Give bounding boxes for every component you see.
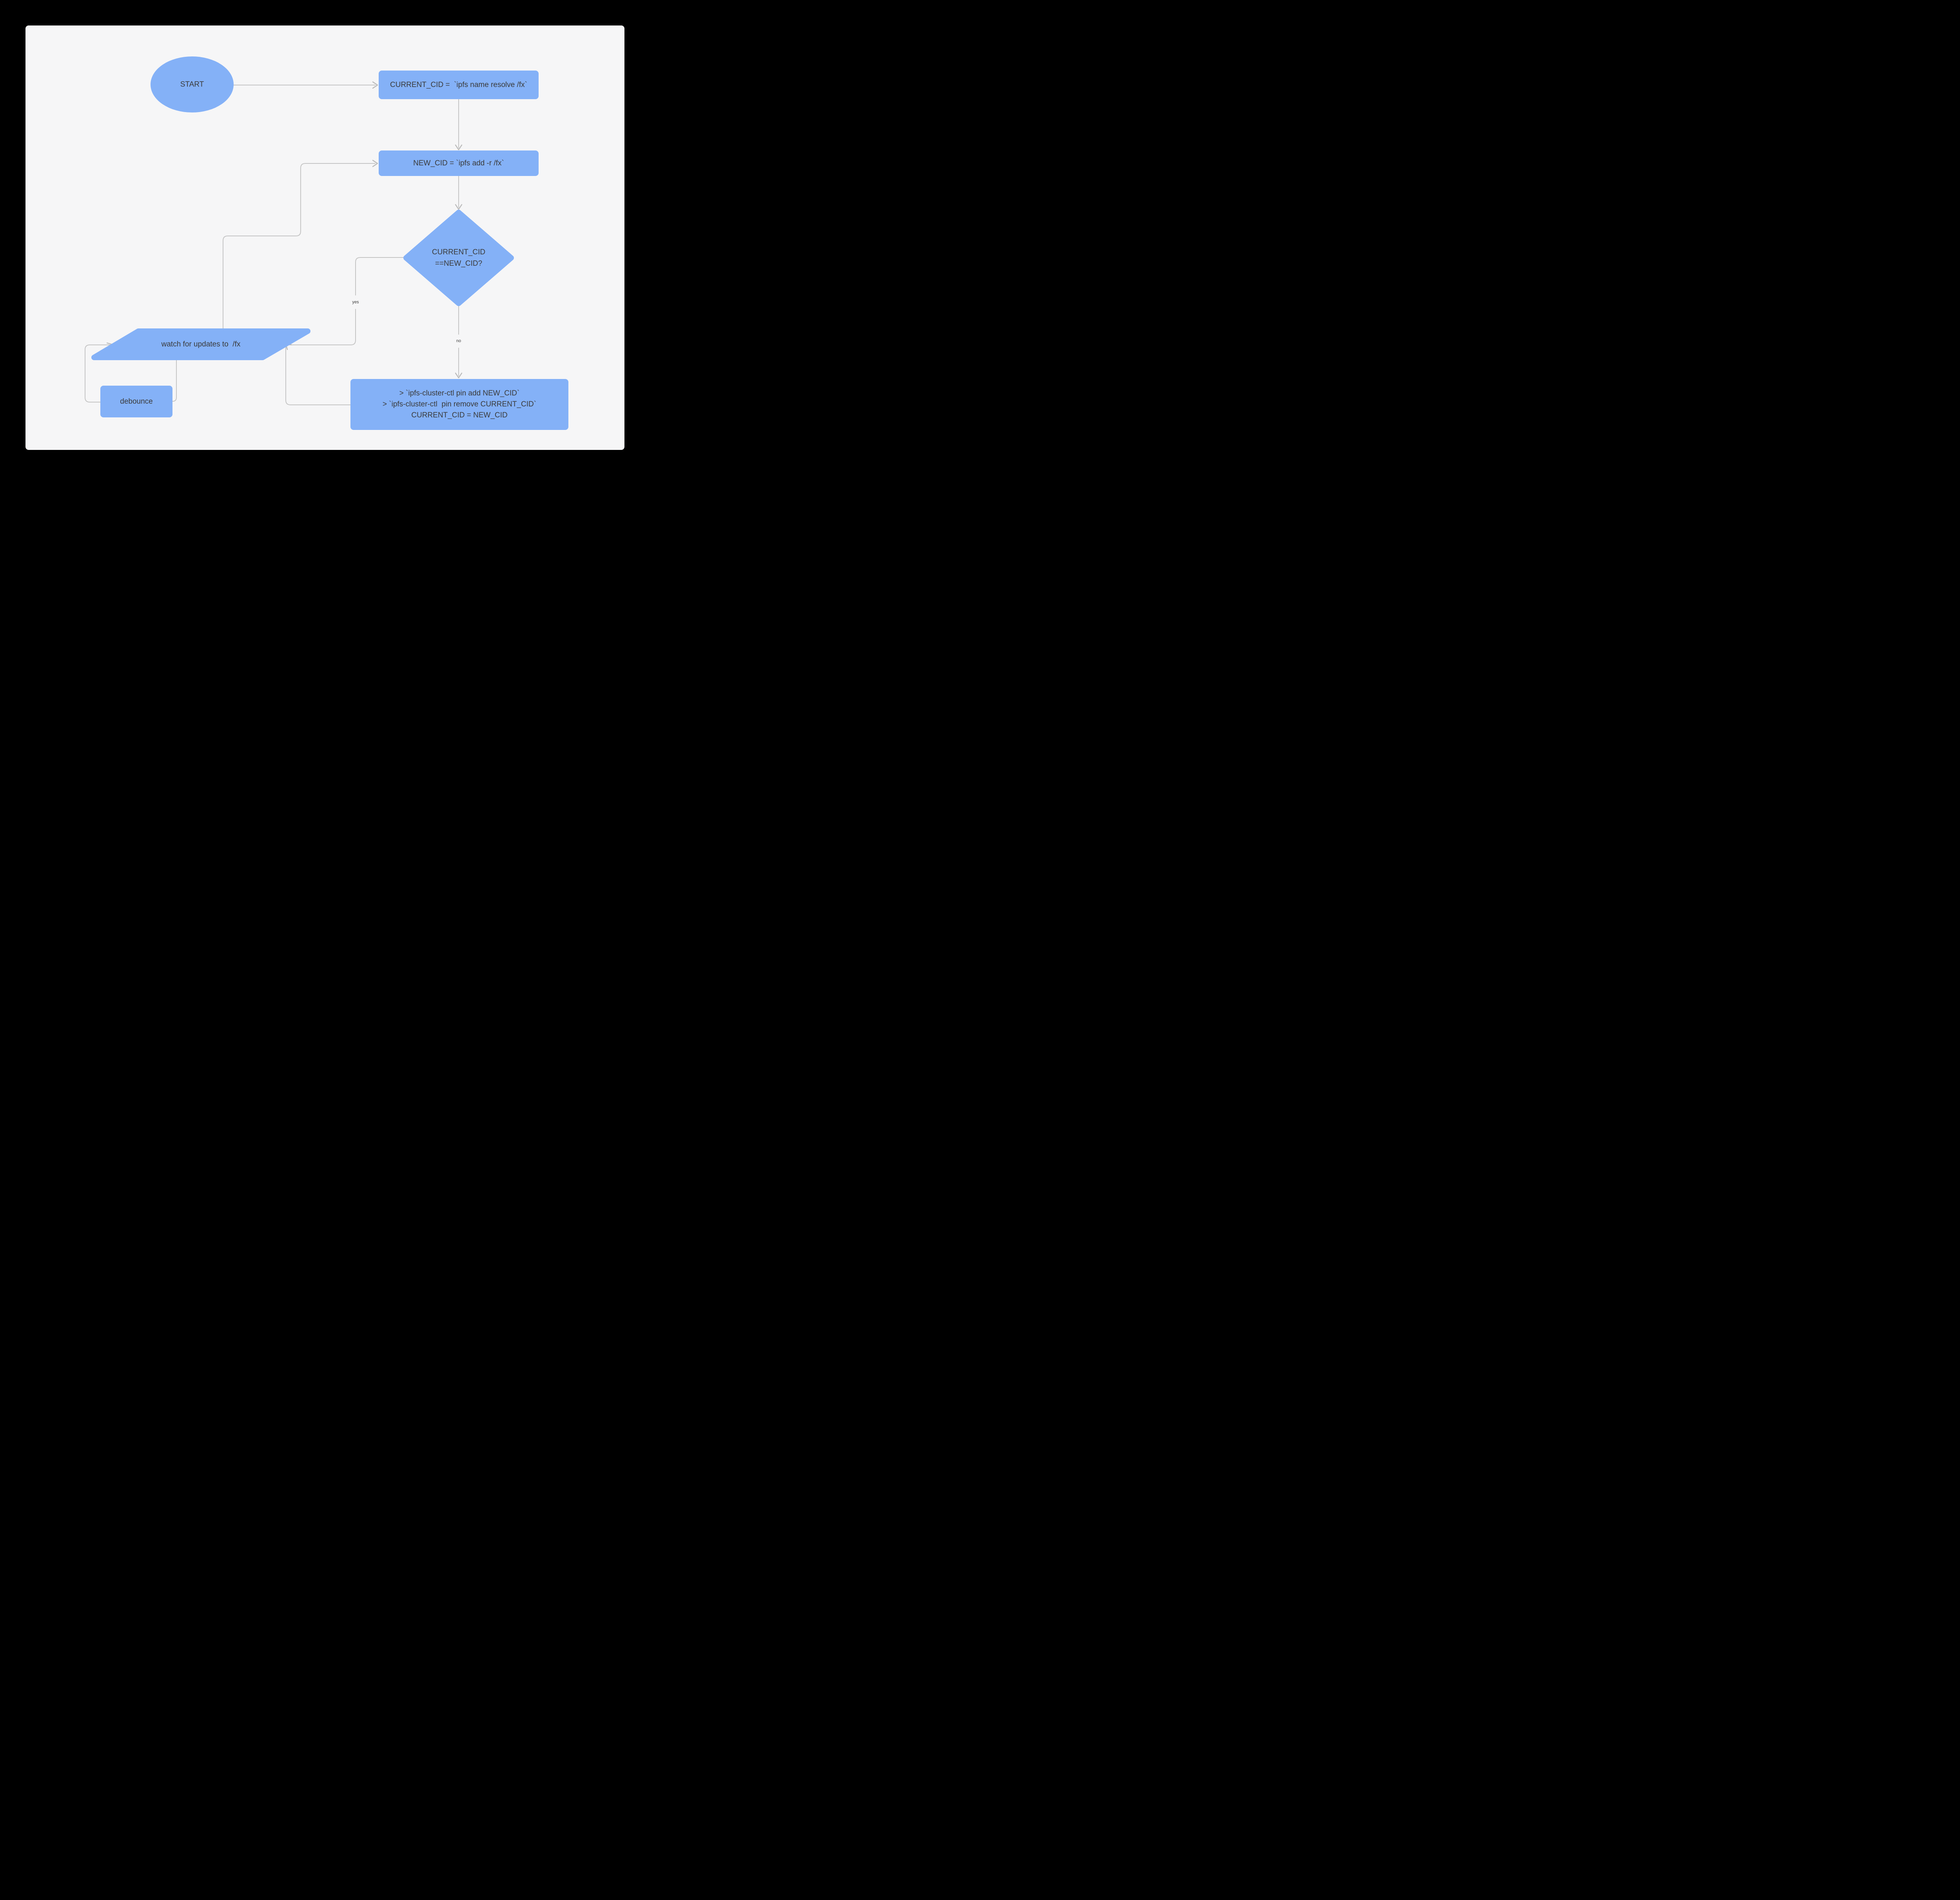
node-debounce[interactable]: debounce [100, 386, 172, 417]
edge-label-no: no [456, 339, 461, 343]
node-compare-line1: CURRENT_CID [432, 248, 486, 256]
node-debounce-label: debounce [120, 397, 153, 406]
node-resolve-label: CURRENT_CID = `ipfs name resolve /fx` [390, 80, 527, 89]
node-compare-line2: ==NEW_CID? [435, 259, 483, 268]
node-pin-line2: > `ipfs-cluster-ctl pin remove CURRENT_C… [382, 400, 537, 408]
node-pin-line1: > `ipfs-cluster-ctl pin add NEW_CID` [399, 389, 520, 397]
node-start-label: START [180, 80, 204, 89]
node-pin-line3: CURRENT_CID = NEW_CID [411, 411, 508, 419]
node-watch-label: watch for updates to /fx [161, 340, 241, 348]
edge-label-yes: yes [352, 300, 359, 305]
node-start[interactable]: START [151, 56, 234, 112]
node-add[interactable]: NEW_CID = `ipfs add -r /fx` [379, 150, 539, 176]
node-resolve[interactable]: CURRENT_CID = `ipfs name resolve /fx` [379, 71, 539, 99]
node-watch[interactable]: watch for updates to /fx [92, 329, 310, 359]
node-pin[interactable]: > `ipfs-cluster-ctl pin add NEW_CID` > `… [350, 379, 568, 430]
node-compare[interactable]: CURRENT_CID ==NEW_CID? [404, 210, 514, 306]
node-add-label: NEW_CID = `ipfs add -r /fx` [413, 159, 504, 167]
